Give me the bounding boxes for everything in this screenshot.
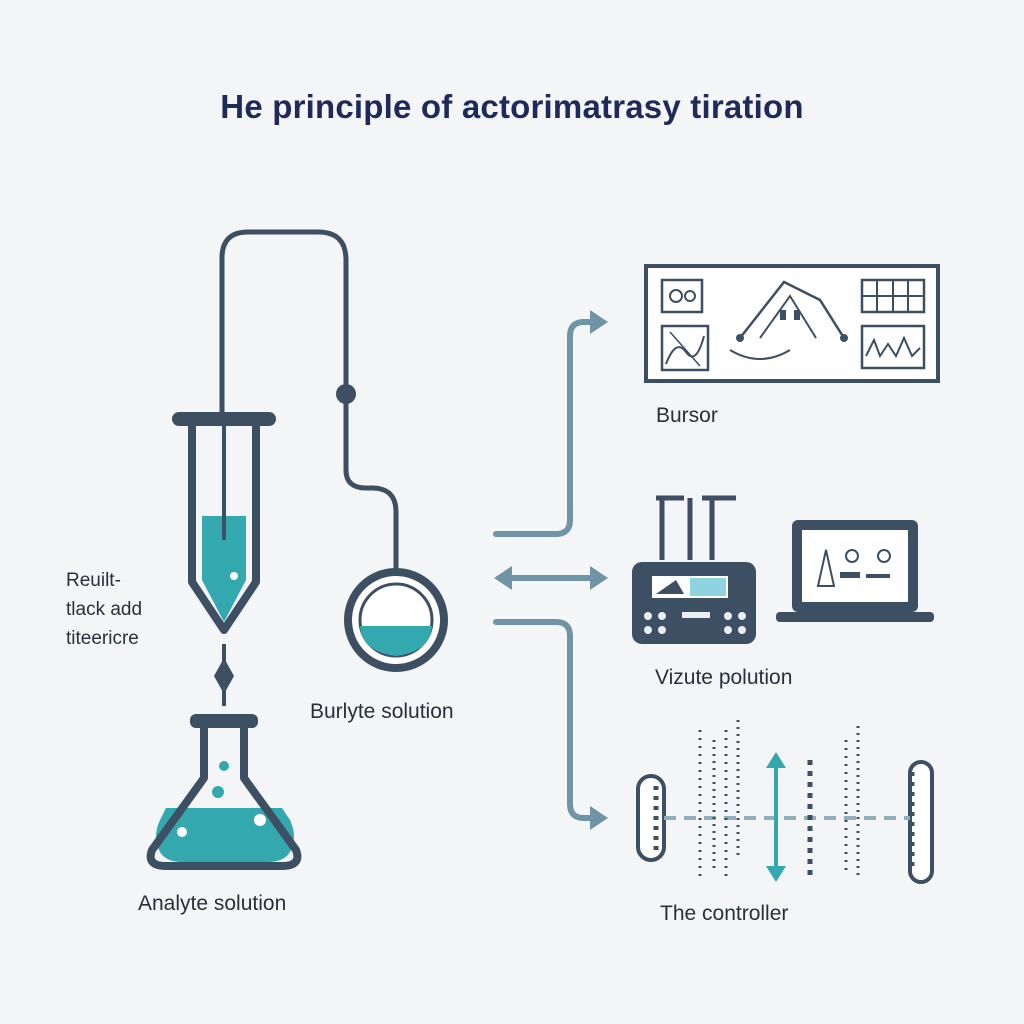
tubing-valve [336,384,356,404]
analyte-solution-label: Analyte solution [138,892,287,915]
device-label: Vizute polution [655,666,793,689]
sample-loop [344,568,448,672]
bidirectional-arrow [494,566,608,590]
erlenmeyer-flask [146,714,302,870]
sensor-label: Bursor [656,404,718,427]
arrow-to-sensor [493,310,608,537]
tubing [219,229,399,575]
burette-solution-label: Burlyte solution [310,700,454,723]
side-note-line: tlack add [66,599,143,620]
controller-label: The controller [660,902,789,925]
burette [172,412,276,634]
titrator-device [632,495,756,644]
side-note-line: titeericre [66,628,139,649]
side-note: Reuilt- tlack add titeericre [66,566,142,653]
stopcock [214,644,234,706]
diagram-title: He principle of actorimatrasy tiration [220,88,804,125]
sensor-panel [644,264,940,383]
laptop [776,520,934,622]
controller [636,720,934,884]
side-note-line: Reuilt- [66,570,121,591]
arrow-to-controller [493,619,608,830]
